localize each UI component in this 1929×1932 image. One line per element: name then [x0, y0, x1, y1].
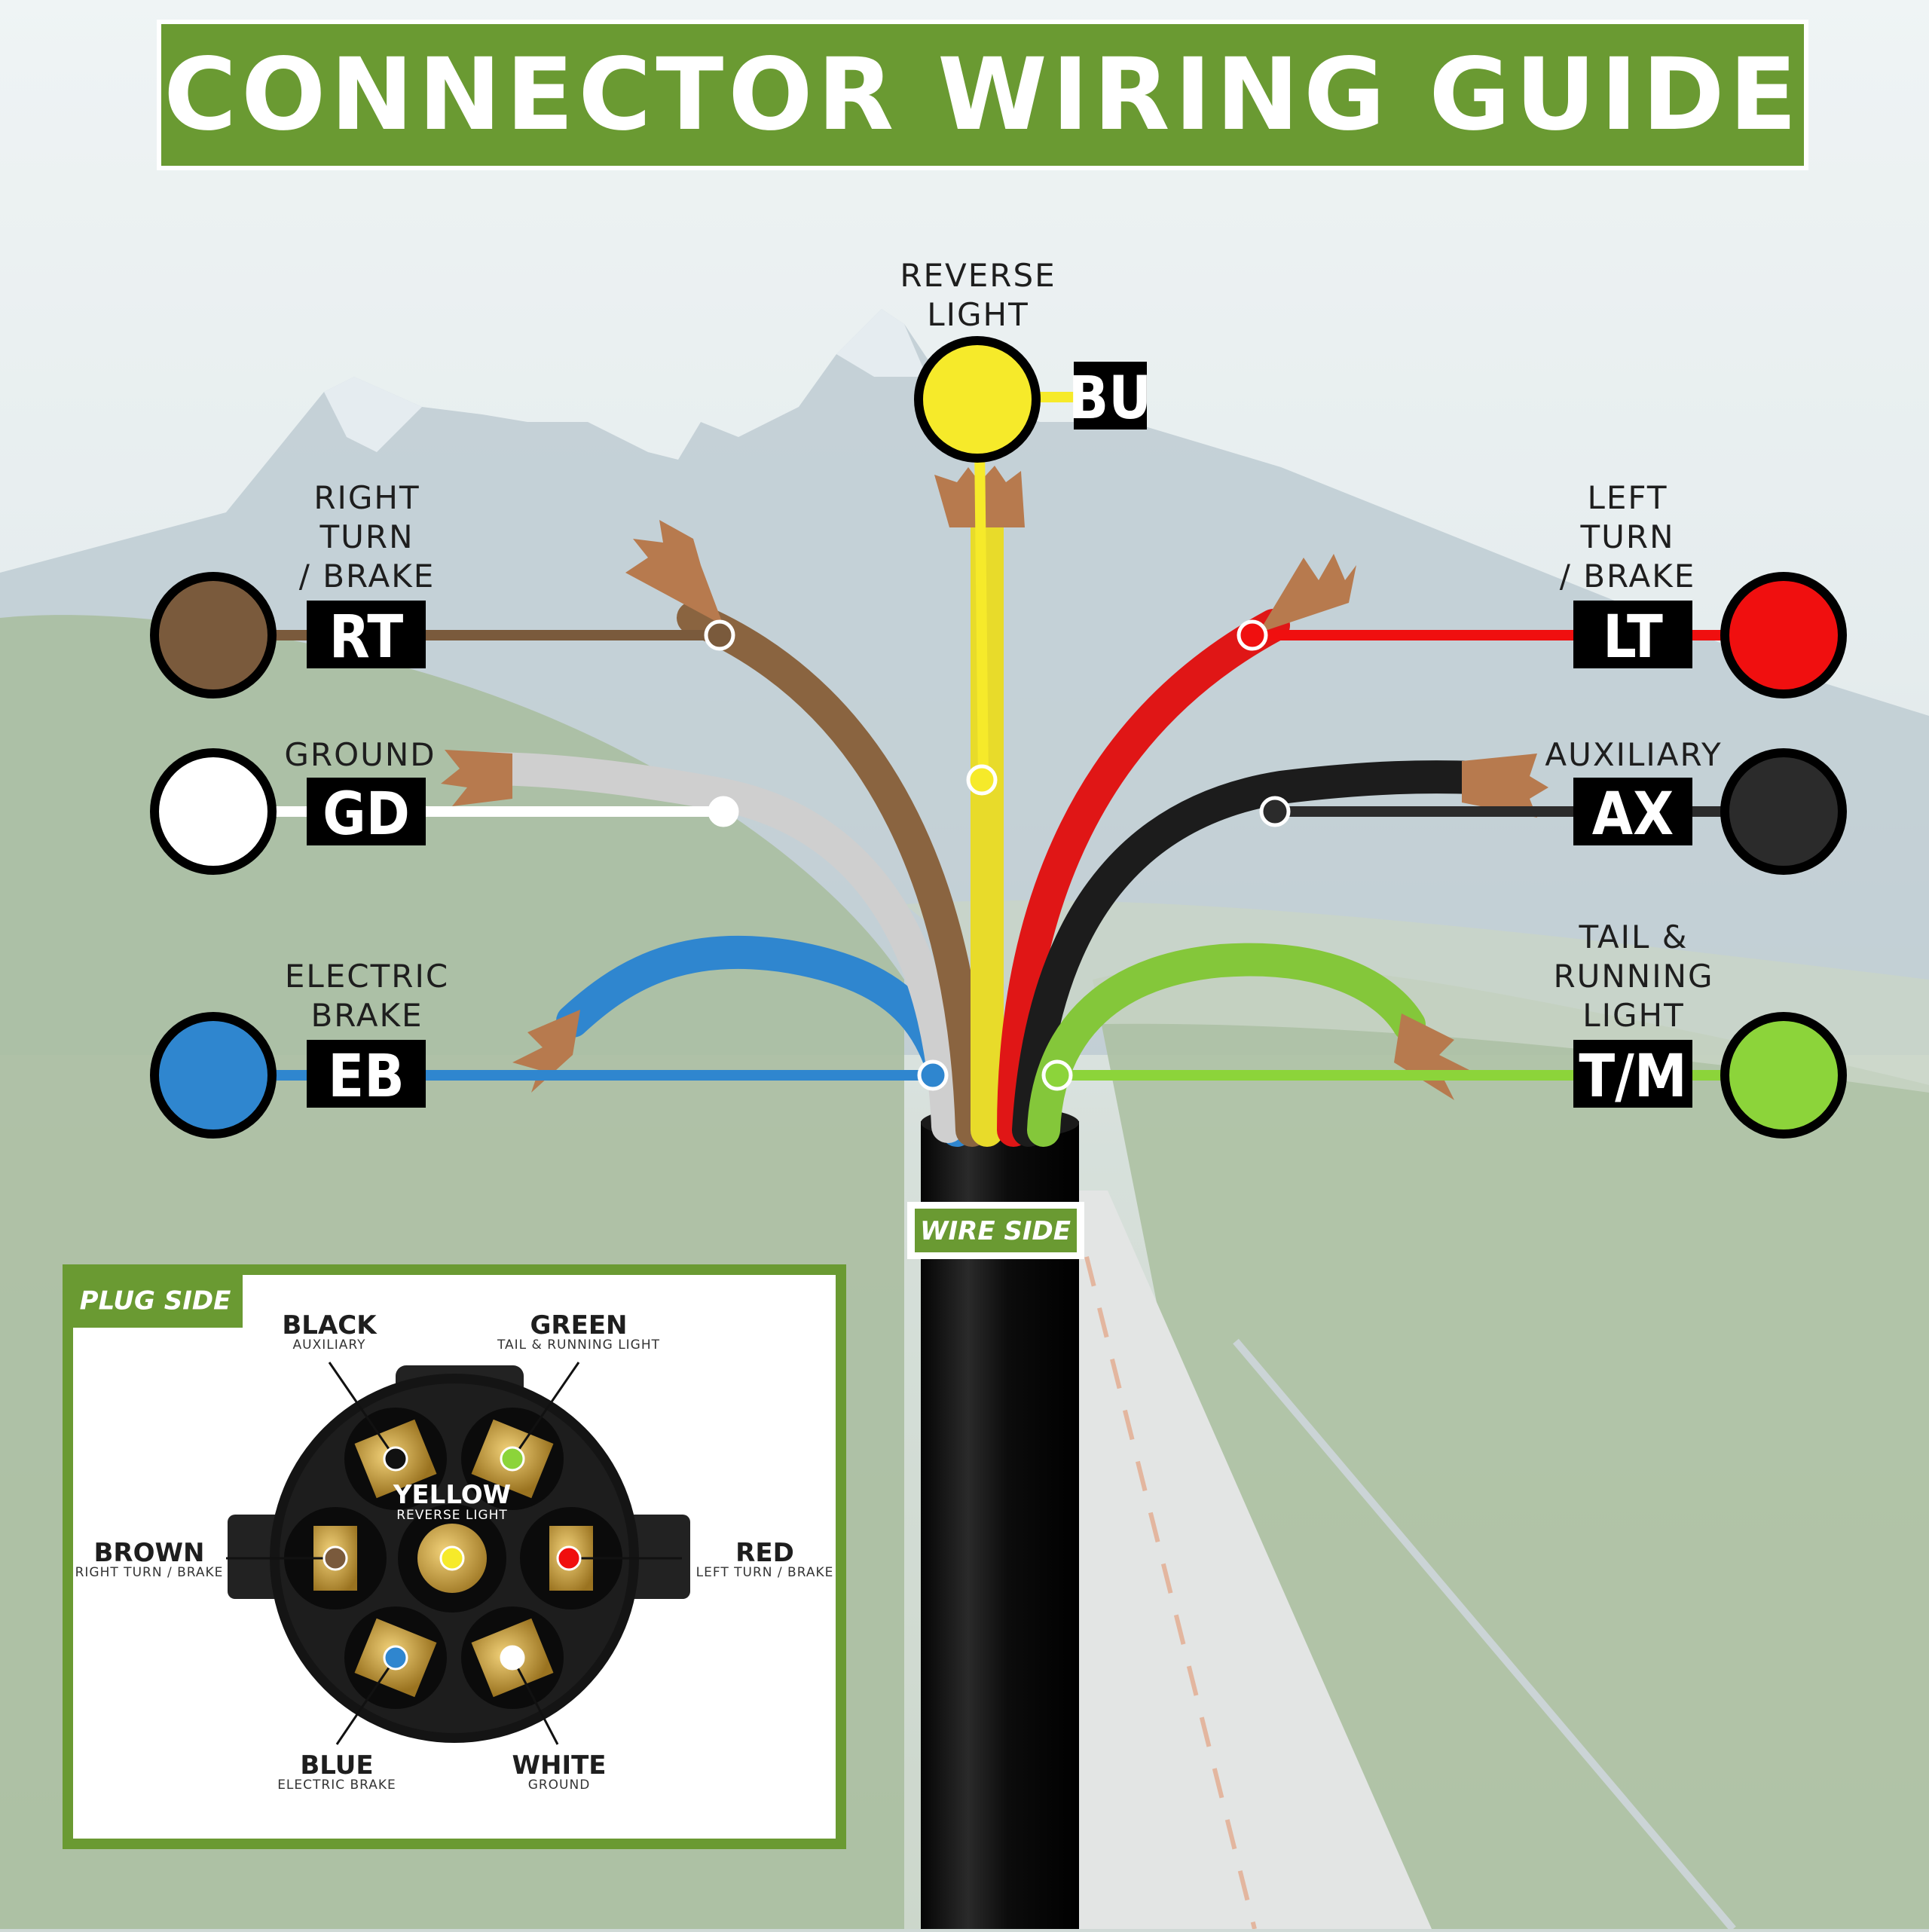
pin-dot-green: [500, 1446, 525, 1472]
label-ax-line1: AUXILIARY: [1545, 736, 1722, 773]
badge-tm: T/M: [1573, 1040, 1692, 1111]
dot-lt: [1237, 619, 1268, 651]
wire-white: [466, 752, 964, 1143]
road-lane: [1071, 1205, 1257, 1930]
code-gd: GD: [323, 781, 410, 848]
badge-lt: LT: [1573, 601, 1692, 671]
swatch-gd: [150, 748, 277, 875]
label-tm-line3: LIGHT: [1582, 997, 1685, 1034]
pin-dot-black: [383, 1446, 408, 1472]
pin-dot-white: [500, 1645, 525, 1671]
pin-desc-yellow: REVERSE LIGHT: [396, 1508, 508, 1523]
swatch-ax: [1720, 748, 1847, 875]
swatch-rt: [150, 572, 277, 699]
badge-rt: RT: [307, 601, 426, 671]
pin-name-yellow: YELLOW: [393, 1480, 511, 1510]
plug-side-label: PLUG SIDE: [80, 1286, 231, 1316]
pin-dot-yellow: [439, 1545, 465, 1571]
label-ax: AUXILIARY: [1545, 736, 1722, 773]
label-rt: RIGHT TURN / BRAKE: [299, 479, 436, 595]
code-eb: EB: [328, 1043, 404, 1111]
label-lt-line1: LEFT: [1587, 479, 1668, 516]
pin-name-black: BLACK: [282, 1310, 378, 1340]
swatch-eb: [150, 1012, 277, 1139]
pin-desc-red: LEFT TURN / BRAKE: [696, 1565, 834, 1580]
pin-name-blue: BLUE: [300, 1750, 373, 1781]
dot-ax: [1259, 796, 1291, 827]
label-bu-line1: REVERSE: [900, 257, 1056, 294]
label-tm-line1: TAIL &: [1578, 919, 1688, 955]
swatch-tm: [1720, 1012, 1847, 1139]
swatch-bu: [914, 336, 1041, 463]
label-tm-line2: RUNNING: [1553, 958, 1713, 995]
plug-side-panel: PLUG SIDE: [63, 1264, 846, 1849]
title-banner: CONNECTOR WIRING GUIDE: [157, 20, 1808, 170]
page-title: CONNECTOR WIRING GUIDE: [164, 37, 1802, 153]
badge-gd: GD: [307, 778, 426, 848]
dot-tm: [1041, 1059, 1073, 1091]
pin-desc-blue: ELECTRIC BRAKE: [277, 1778, 396, 1793]
pin-name-green: GREEN: [530, 1310, 628, 1340]
label-rt-line3: / BRAKE: [299, 558, 436, 595]
badge-bu: BU: [1068, 362, 1151, 433]
swatch-lt: [1720, 572, 1847, 699]
label-gd: GROUND: [284, 736, 436, 773]
dot-eb: [917, 1059, 949, 1091]
label-rt-line2: TURN: [319, 518, 414, 555]
label-bu: REVERSE LIGHT: [900, 257, 1056, 333]
pin-desc-green: TAIL & RUNNING LIGHT: [497, 1337, 660, 1353]
mountain-snow: [324, 309, 927, 452]
code-tm: T/M: [1579, 1043, 1686, 1111]
dot-bu: [966, 764, 998, 796]
pin-name-white: WHITE: [512, 1750, 606, 1781]
wire-side-tag: WIRE SIDE: [907, 1202, 1084, 1259]
pin-dot-brown: [323, 1545, 348, 1571]
pin-desc-brown: RIGHT TURN / BRAKE: [75, 1565, 224, 1580]
road: [1040, 1191, 1432, 1929]
wire-brown: [677, 601, 989, 1147]
dot-rt: [704, 619, 735, 651]
label-lt-line3: / BRAKE: [1560, 558, 1696, 595]
pin-desc-black: AUXILIARY: [293, 1337, 366, 1353]
label-lt-line2: TURN: [1580, 518, 1675, 555]
label-tm: TAIL & RUNNING LIGHT: [1553, 919, 1713, 1034]
code-bu: BU: [1068, 365, 1151, 433]
wire-side-label: WIRE SIDE: [920, 1216, 1071, 1246]
pin-name-brown: BROWN: [94, 1538, 205, 1568]
pin-desc-white: GROUND: [528, 1778, 591, 1793]
label-eb: ELECTRIC BRAKE: [285, 958, 449, 1034]
label-eb-line2: BRAKE: [310, 997, 423, 1034]
leader-lines: [226, 1362, 682, 1745]
dot-gd: [708, 796, 739, 827]
badge-ax: AX: [1573, 778, 1692, 848]
pin-dot-blue: [383, 1645, 408, 1671]
bridge-rail: [1233, 1338, 1736, 1932]
label-rt-line1: RIGHT: [313, 479, 420, 516]
label-eb-line1: ELECTRIC: [285, 958, 449, 995]
wire-green: [1027, 943, 1426, 1147]
pin-dot-red: [556, 1545, 582, 1571]
label-gd-line1: GROUND: [284, 736, 436, 773]
label-bu-line2: LIGHT: [927, 296, 1029, 333]
badge-eb: EB: [307, 1040, 426, 1111]
wire-red: [997, 609, 1290, 1147]
code-rt: RT: [329, 604, 404, 671]
line-bu-drop: [974, 444, 989, 781]
code-ax: AX: [1592, 781, 1674, 848]
label-lt: LEFT TURN / BRAKE: [1560, 479, 1696, 595]
code-lt: LT: [1603, 604, 1663, 671]
wire-black: [1012, 760, 1493, 1147]
pin-name-red: RED: [735, 1538, 794, 1568]
